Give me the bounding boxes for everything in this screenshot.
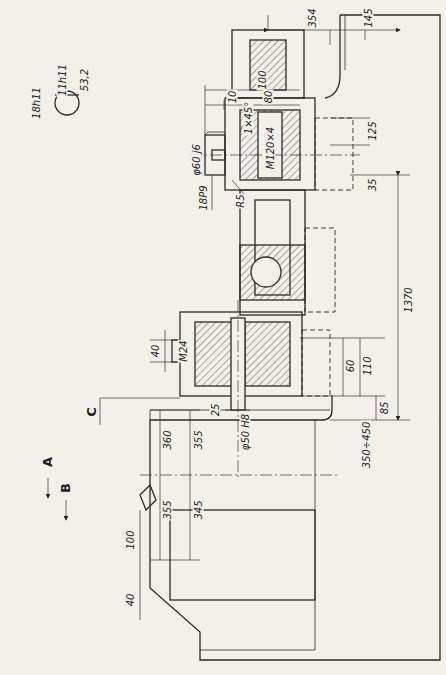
dimension: 100 xyxy=(257,69,268,90)
dimension: 10 xyxy=(227,90,238,105)
dimension: 60 xyxy=(345,359,356,374)
diameter-fit: φ50 H8 xyxy=(240,413,251,451)
dimension: 40 xyxy=(125,593,136,608)
thread-size: M24 xyxy=(178,339,189,362)
dimension: 354 xyxy=(307,7,318,28)
dimension: 40 xyxy=(150,344,161,359)
dimension: 355 xyxy=(193,429,204,450)
tolerance-fit: 18h11 xyxy=(31,86,42,120)
diameter-fit: φ60 j6 xyxy=(191,143,202,177)
dimension: 110 xyxy=(362,355,373,376)
section-letter: B xyxy=(59,482,73,494)
dimension: 125 xyxy=(367,120,378,141)
section-letter: A xyxy=(41,456,55,468)
dimension-lines xyxy=(48,15,410,620)
dimension: 53,2 xyxy=(79,68,90,92)
tolerance-fit: 11h11 xyxy=(57,63,68,97)
dimension: 85 xyxy=(379,401,390,416)
dimension: 345 xyxy=(193,499,204,520)
dimension: 80 xyxy=(263,90,274,105)
dimension: 1370 xyxy=(403,286,414,313)
thread-size: M120×4 xyxy=(265,126,276,170)
dimension: 350÷450 xyxy=(361,421,372,470)
dimension: 35 xyxy=(367,178,378,193)
dimension: 100 xyxy=(125,529,136,550)
dimension: 25 xyxy=(210,403,221,418)
tolerance-fit: 18P9 xyxy=(198,184,209,211)
dimension: 360 xyxy=(162,429,173,450)
dimension: 145 xyxy=(363,7,374,28)
section-letter: C xyxy=(85,406,99,418)
dimension: 355 xyxy=(162,499,173,520)
chamfer-note: 1×45° xyxy=(243,101,254,135)
radius-note: R5 xyxy=(235,193,246,208)
outline xyxy=(55,15,440,660)
